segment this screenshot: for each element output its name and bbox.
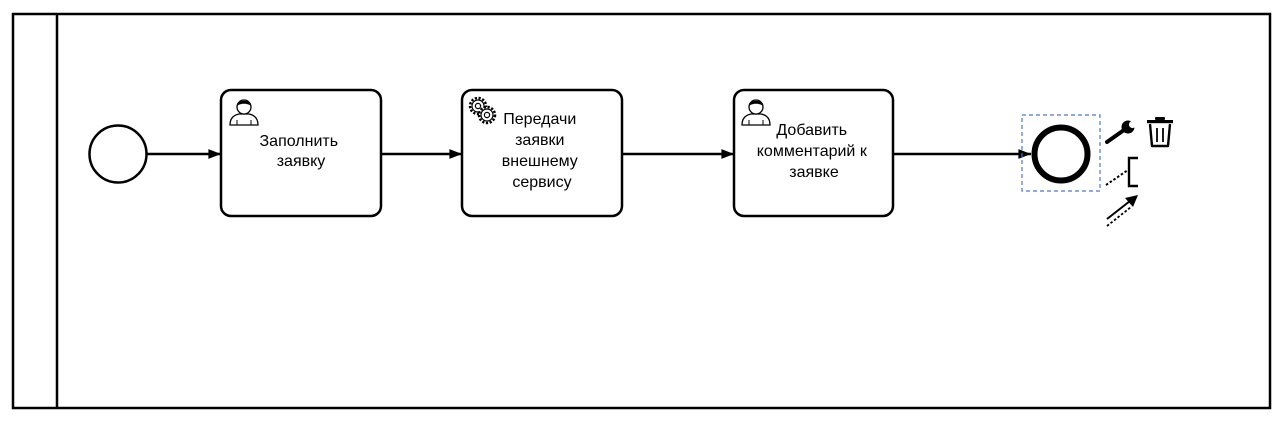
context-pad <box>1105 117 1173 227</box>
start-event[interactable] <box>88 124 148 184</box>
task-label: Добавить комментарий к заявке <box>757 122 872 181</box>
task-label: Заполнить заявку <box>260 133 343 170</box>
end-event[interactable] <box>1031 124 1091 184</box>
text-annotation-icon[interactable] <box>1105 156 1138 188</box>
connect-arrow-icon[interactable] <box>1106 195 1138 227</box>
selection-outline <box>1021 114 1101 192</box>
task-send-external[interactable]: Передачи заявки внешнему сервису <box>460 88 624 218</box>
wrench-icon[interactable] <box>1105 120 1137 144</box>
user-icon <box>229 99 259 126</box>
task-label: Передачи заявки внешнему сервису <box>502 111 582 191</box>
user-icon <box>741 99 771 126</box>
gears-icon <box>468 96 497 125</box>
trash-icon[interactable] <box>1147 117 1173 148</box>
task-add-comment[interactable]: Добавить комментарий к заявке <box>732 88 895 218</box>
task-fill-request[interactable]: Заполнить заявку <box>219 88 383 218</box>
pool[interactable] <box>11 12 1272 410</box>
